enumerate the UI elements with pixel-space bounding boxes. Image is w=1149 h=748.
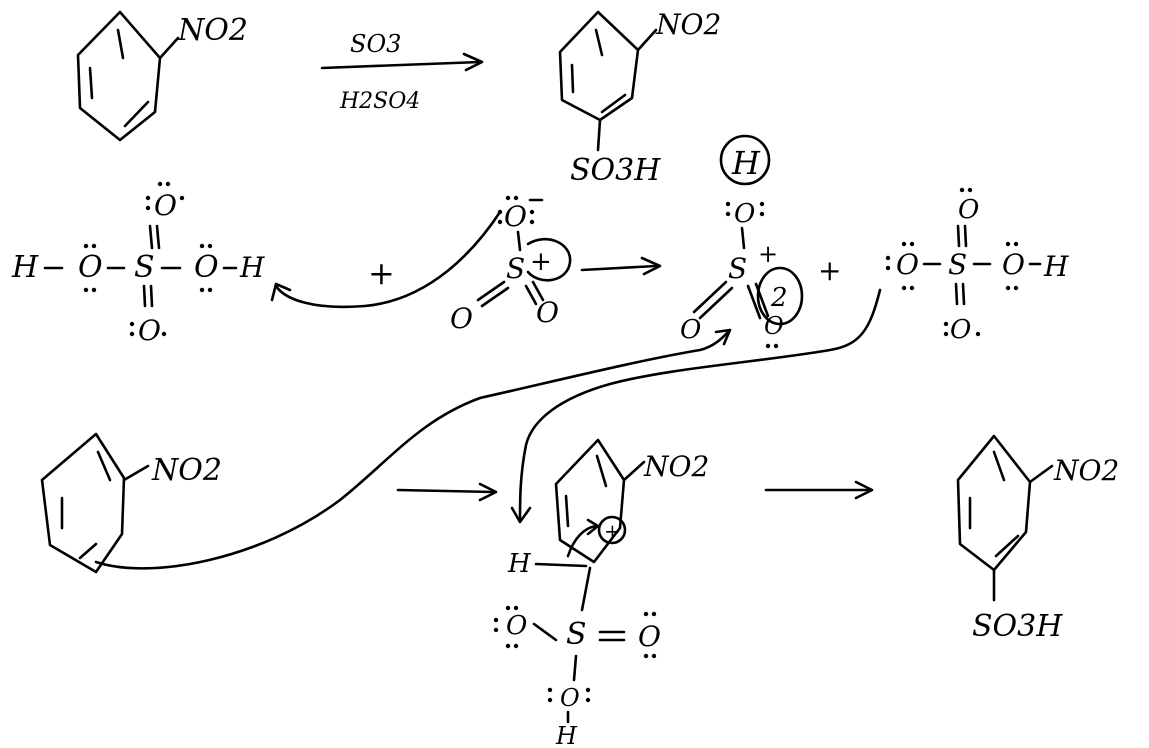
sulfonyl-group: O S O O H [493,605,661,748]
bond [580,566,592,612]
reaction-arrow-step1 [580,256,662,276]
oxygen-left: O [896,248,919,281]
oxygen-bottom: O [560,684,580,712]
oxygen-left: O [680,315,701,345]
double-bond [123,100,150,128]
hydrogen-right: H [239,251,265,284]
arrowhead [510,506,532,524]
curved-arrow-ring-to-sulfur [94,328,732,570]
curved-arrow-cation [566,524,598,558]
sulfur-trioxide: O S + O O [450,195,572,335]
bond [622,460,646,482]
double-bond [78,542,98,560]
bond [158,36,180,60]
reagent-so3: SO3 [350,30,401,58]
sulfuric-acid: H O S O H O O [11,181,265,347]
oxygen-left: O [506,611,527,641]
reagent-h2so4: H2SO4 [339,89,420,114]
oxygen-top: O [734,199,755,229]
nitro-group-label: NO2 [643,450,709,483]
circled-number: 2 [770,283,788,313]
oxygen-bottom: O [950,315,971,345]
oxygen-2: O [194,250,219,285]
final-product: NO2 SO3H [956,434,1119,644]
sulfur-atom: S [506,252,525,285]
sulfonic-acid-label: SO3H [972,609,1063,644]
arrowhead [586,518,600,536]
bond [534,562,588,568]
product-nitrobenzenesulfonic-acid: NO2 SO3H [558,8,721,188]
double-bond [96,450,112,482]
double-bond [595,454,608,488]
benzene-ring [40,432,126,574]
reaction-arrow-step2a [396,482,498,502]
double-bond [600,93,627,114]
hydrogen-atom: H [731,144,761,182]
arrowhead [270,282,292,302]
oxygen-top: O [504,200,527,233]
positive-charge: + [604,519,621,543]
hydrogen-left: H [11,250,39,285]
curved-arrow-o-to-h [274,210,502,309]
positive-charge: + [530,247,552,277]
double-bond [570,63,575,94]
positive-charge: + [758,240,778,268]
oxygen-1: O [78,250,103,285]
nitro-group-label: NO2 [655,8,721,41]
oxygen-bottom: O [138,314,161,347]
double-bond [992,450,1006,482]
hydrogen-atom: H [1043,250,1069,283]
plus-sign-2: + [818,254,841,287]
sulfur-atom: S [948,248,967,281]
reactant-nitrobenzene: NO2 [76,10,248,142]
oxygen-right: O [1002,248,1025,281]
sulfur-atom: S [134,250,155,285]
oxygen-right: O [638,620,661,653]
hydrogen-atom: H [555,722,578,748]
arrowhead [714,328,732,346]
sigma-complex: NO2 + H [507,438,709,612]
hydrogen-circle [719,134,771,186]
oxygen-left: O [450,302,473,335]
nitro-group-label: NO2 [177,13,248,48]
hydrogen-atom: H [507,549,532,579]
bond [122,464,150,482]
sulfur-atom: S [566,617,587,652]
sulfur-atom: S [728,252,747,285]
circled-label [756,266,804,326]
oxygen-top: O [958,195,979,225]
bond [1028,464,1054,484]
nitro-group-label: NO2 [1053,454,1119,487]
reaction-arrow-overall: SO3 H2SO4 [320,30,484,114]
nitro-group-label: NO2 [151,453,222,488]
protonated-sulfur-trioxide: H O S + O O 2 [680,134,804,349]
bond [636,28,658,52]
double-bond [994,534,1020,558]
charge-circle [597,515,627,545]
double-bond [594,28,604,57]
charge-circle [526,238,572,282]
arene-nitrobenzene: NO2 [40,432,222,574]
oxygen-right: O [764,312,784,340]
plus-sign-1: + [368,254,395,292]
oxygen-right: O [536,296,559,329]
bond [596,118,602,152]
oxygen-top: O [154,189,177,222]
double-bond [88,66,94,100]
double-bond [564,494,570,528]
reaction-arrow-step2b [764,480,874,500]
bisulfate-anion: O S O H O O [885,187,1069,345]
double-bond [116,28,125,60]
curved-arrow-so-to-oxygen [518,288,882,522]
sulfonic-acid-label: SO3H [570,153,661,188]
